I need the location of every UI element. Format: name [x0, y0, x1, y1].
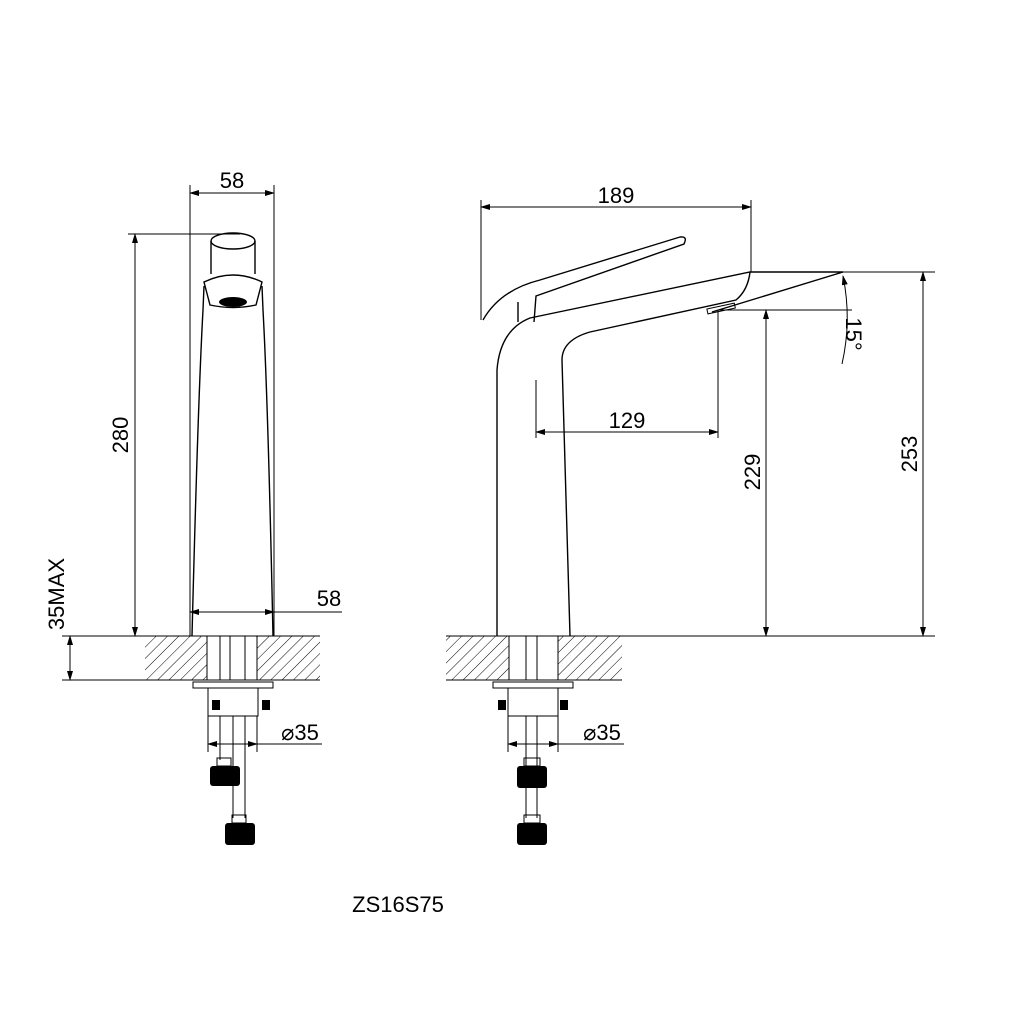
- mounting-washer: [492, 681, 574, 689]
- mounting-washer: [192, 681, 274, 689]
- hose-fitting: [517, 823, 547, 845]
- lever-handle: [482, 236, 687, 323]
- aerator-outlet: [706, 302, 736, 315]
- dim-top-width: 58: [220, 168, 244, 193]
- side-view: 189 15° 129 229 253: [446, 183, 935, 845]
- hose-fitting: [225, 823, 255, 845]
- body-left-edge: [191, 285, 205, 637]
- countertop-section-left: [446, 636, 509, 680]
- dim-outlet-height: 229: [740, 454, 765, 491]
- body-inner-edge: [561, 271, 751, 637]
- dim-hole-diameter: ⌀35: [281, 720, 319, 745]
- aerator: [219, 297, 247, 307]
- handle-top: [210, 232, 256, 250]
- dim-spout-reach: 129: [609, 408, 646, 433]
- dim-angle: 15°: [841, 317, 866, 350]
- model-code: ZS16S75: [352, 892, 444, 917]
- front-view: 58 280 58 35MAX: [44, 168, 342, 845]
- dim-overall-length: 189: [598, 183, 635, 208]
- dim-total-height: 253: [897, 436, 922, 473]
- hose-fitting: [210, 766, 240, 786]
- body-right-edge: [261, 285, 274, 637]
- angle-arc: [841, 275, 848, 365]
- body-outer-edge: [496, 271, 844, 636]
- mounting-nut: [507, 687, 559, 717]
- dim-base-width: 58: [317, 586, 341, 611]
- handle-collar: [203, 274, 263, 309]
- countertop-section-right: [257, 636, 320, 680]
- hose-fitting: [517, 766, 547, 788]
- dim-height: 280: [108, 417, 133, 454]
- dim-counter-max: 35MAX: [44, 558, 69, 630]
- countertop-section-left: [145, 636, 207, 680]
- dim-hole-diameter: ⌀35: [583, 720, 621, 745]
- countertop-section-right: [558, 636, 622, 680]
